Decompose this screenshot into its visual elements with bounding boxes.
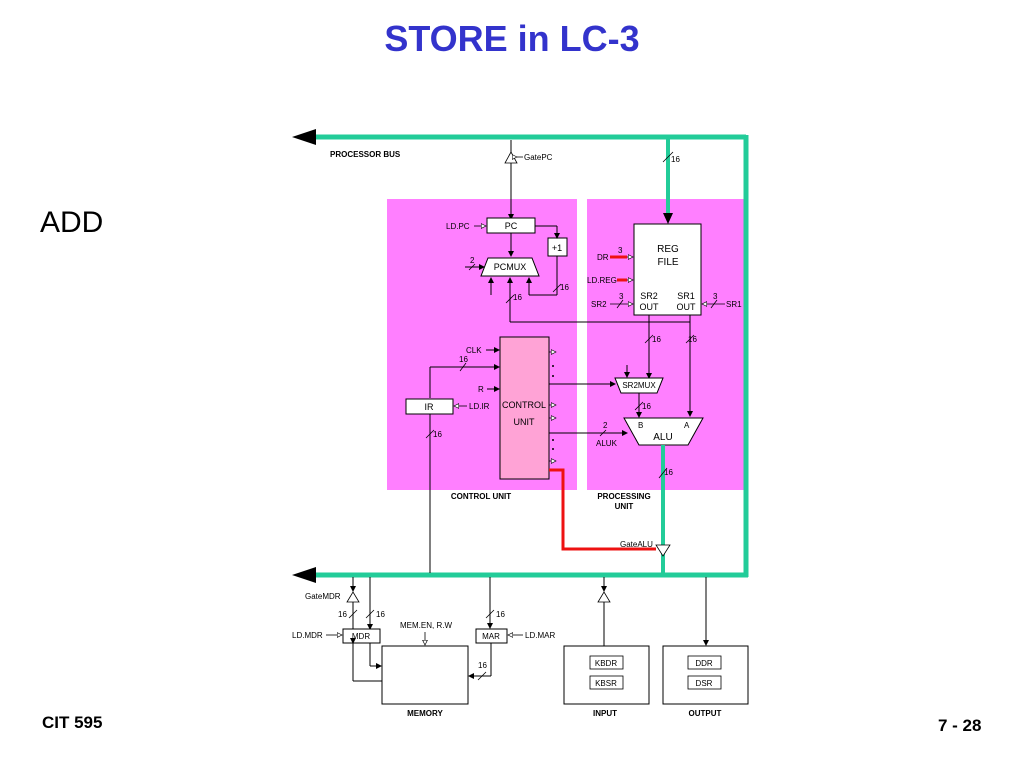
kbdr-label: KBDR <box>595 659 617 668</box>
course-label: CIT 595 <box>42 713 103 732</box>
kbsr-label: KBSR <box>595 679 617 688</box>
slide-number: 7 - 28 <box>938 716 982 735</box>
width-label: 16 <box>338 610 347 619</box>
register-file <box>633 223 702 316</box>
width-label: 2 <box>603 421 608 430</box>
gate-pc-label: GatePC <box>524 153 553 162</box>
width-label: 16 <box>496 610 505 619</box>
processor-bus-label: PROCESSOR BUS <box>330 150 401 159</box>
alu-a-label: A <box>684 421 690 430</box>
dsr-register <box>687 675 722 690</box>
width-label: 16 <box>688 335 697 344</box>
sr2mux <box>614 377 664 394</box>
processor-bus-bottom <box>292 567 748 583</box>
width-label: 16 <box>642 402 651 411</box>
width-label: 16 <box>433 430 442 439</box>
output-label: OUTPUT <box>689 709 722 718</box>
clk-label: CLK <box>466 346 482 355</box>
control-unit-box <box>499 336 550 480</box>
kbsr-register <box>589 675 624 690</box>
file-label: FILE <box>657 257 678 268</box>
sr1-out-label: SR1 <box>677 291 695 301</box>
control-output-signals <box>549 352 556 461</box>
processing-unit-region-label: UNIT <box>615 502 634 511</box>
r-label: R <box>478 385 484 394</box>
slide-subtitle: ADD <box>40 206 104 239</box>
ddr-register <box>687 655 722 670</box>
input-label: INPUT <box>593 709 617 718</box>
mar-label: MAR <box>482 632 500 641</box>
ld-reg-label: LD.REG <box>587 276 617 285</box>
sr2-out-label: OUT <box>640 302 660 312</box>
dsr-label: DSR <box>696 679 713 688</box>
gate-alu-active-control <box>549 468 656 551</box>
width-label: 16 <box>513 293 522 302</box>
ld-pc-label: LD.PC <box>446 222 470 231</box>
memory-label: MEMORY <box>407 709 443 718</box>
sr2-out-label: SR2 <box>640 291 658 301</box>
processor-bus-top <box>292 129 746 145</box>
width-label: 3 <box>618 246 623 255</box>
sr1-out-label: OUT <box>677 302 697 312</box>
plus-one-label: +1 <box>552 243 562 253</box>
output-device <box>662 645 749 705</box>
alu-label: ALU <box>653 432 672 443</box>
gate-alu-tristate <box>655 544 671 557</box>
ld-ir-label: LD.IR <box>469 402 490 411</box>
width-label: 3 <box>713 292 718 301</box>
control-unit-text: CONTROL <box>502 400 546 410</box>
width-label: 16 <box>671 155 680 164</box>
width-label: 16 <box>376 610 385 619</box>
mdr-label: MDR <box>352 632 370 641</box>
slide-title: STORE in LC-3 <box>384 18 640 59</box>
sr1-label: SR1 <box>726 300 742 309</box>
width-label: 16 <box>664 468 673 477</box>
sr2mux-label: SR2MUX <box>622 381 656 390</box>
memory-box <box>381 645 469 705</box>
gate-mdr-label: GateMDR <box>305 592 341 601</box>
gate-alu-label: GateALU <box>620 540 653 549</box>
width-label: 3 <box>619 292 624 301</box>
dr-label: DR <box>597 253 609 262</box>
ir-label: IR <box>425 402 435 412</box>
ld-mar-label: LD.MAR <box>525 631 555 640</box>
width-label: 2 <box>470 256 475 265</box>
control-unit-text: UNIT <box>514 417 535 427</box>
alu-b-label: B <box>638 421 643 430</box>
control-unit-region-label: CONTROL UNIT <box>451 492 511 501</box>
sr2-label: SR2 <box>591 300 607 309</box>
ld-mdr-label: LD.MDR <box>292 631 323 640</box>
ddr-label: DDR <box>695 659 713 668</box>
width-label: 16 <box>478 661 487 670</box>
processing-unit-region-label: PROCESSING <box>597 492 650 501</box>
input-device <box>563 645 650 705</box>
alu <box>623 417 704 446</box>
reg-label: REG <box>657 244 679 255</box>
width-label: 16 <box>652 335 661 344</box>
pcmux <box>480 257 540 277</box>
width-label: 16 <box>560 283 569 292</box>
aluk-label: ALUK <box>596 439 618 448</box>
width-label: 16 <box>459 355 468 364</box>
pcmux-label: PCMUX <box>494 262 527 272</box>
gate-pc-tristate <box>504 140 523 164</box>
kbdr-register <box>589 655 624 670</box>
mem-en-label: MEM.EN, R.W <box>400 621 452 630</box>
pc-label: PC <box>505 221 518 231</box>
gate-mdr-tristate <box>346 591 360 603</box>
